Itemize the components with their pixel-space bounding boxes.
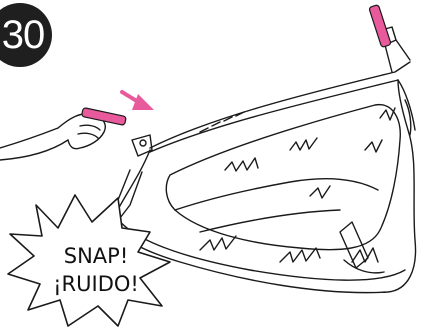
insert-arrow — [122, 92, 154, 110]
snap-callout-text: SNAP! ¡RUIDO! — [26, 242, 166, 298]
snap-callout-line1: SNAP! — [26, 242, 166, 270]
step-number-badge: 30 — [0, 3, 52, 67]
snap-callout-line2: ¡RUIDO! — [26, 270, 166, 298]
hand-with-tube — [0, 108, 126, 160]
step-number: 30 — [0, 13, 44, 58]
pink-tube-right — [369, 4, 391, 47]
